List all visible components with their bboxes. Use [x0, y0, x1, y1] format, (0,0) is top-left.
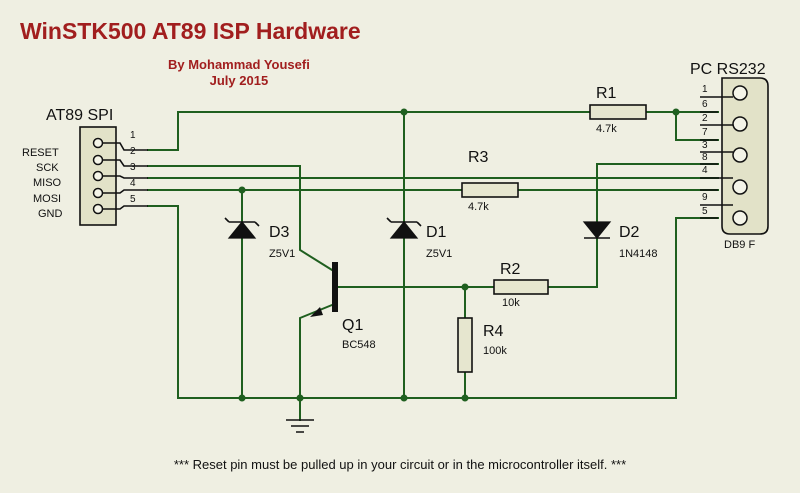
- d1-ref-label: D1: [426, 224, 447, 241]
- ground-symbol: [286, 419, 314, 433]
- r3-ref-label: R3: [468, 149, 489, 166]
- junction-dot: [672, 108, 680, 116]
- zener-diode-d3: [224, 217, 260, 239]
- page-title: WinSTK500 AT89 ISP Hardware: [20, 18, 361, 44]
- db9-connector: [700, 77, 769, 235]
- d3-value-label: Z5V1: [269, 248, 296, 260]
- spi-signal-reset: RESET: [22, 147, 59, 159]
- db9-pin-number: 1: [702, 84, 708, 95]
- resistor-r2: [493, 279, 549, 295]
- wire-ground-rail: [177, 217, 719, 399]
- zener-diode-d1: [386, 217, 422, 239]
- spi-pin-number: 1: [130, 130, 136, 141]
- q1-value-label: BC548: [342, 339, 376, 351]
- spi-signal-mosi: MOSI: [33, 193, 62, 205]
- spi-pin-number: 5: [130, 194, 136, 205]
- junction-dot: [296, 394, 304, 402]
- wire-sck-to-q1: [147, 165, 334, 272]
- junction-dot: [238, 394, 246, 402]
- resistor-r3: [461, 182, 519, 198]
- r3-value-label: 4.7k: [468, 201, 489, 213]
- db9-pin-number: 2: [702, 113, 708, 124]
- db9-connector-title: PC RS232: [690, 61, 766, 78]
- spi-signal-sck: SCK: [36, 162, 59, 174]
- author-block: By Mohammad Yousefi July 2015: [168, 57, 310, 89]
- r2-value-label: 10k: [502, 297, 520, 309]
- db9-pin-number: 4: [702, 165, 708, 176]
- wire-top-rail: [147, 111, 591, 151]
- spi-pin-number: 3: [130, 162, 136, 173]
- author-line: By Mohammad Yousefi: [168, 57, 310, 72]
- d3-ref-label: D3: [269, 224, 290, 241]
- r4-value-label: 100k: [483, 345, 507, 357]
- spi-signal-gnd: GND: [38, 208, 63, 220]
- spi-header-connector: [79, 126, 148, 226]
- d2-ref-label: D2: [619, 224, 640, 241]
- junction-dot: [461, 283, 469, 291]
- diode-d2: [582, 221, 612, 239]
- r4-ref-label: R4: [483, 323, 504, 340]
- spi-pin-number: 4: [130, 178, 136, 189]
- junction-dot: [400, 108, 408, 116]
- resistor-r1: [589, 104, 647, 120]
- resistor-r4: [457, 317, 473, 373]
- wire-r1-tap-to-pin7: [675, 111, 719, 141]
- spi-pin-number: 2: [130, 146, 136, 157]
- spi-connector-title: AT89 SPI: [46, 107, 114, 124]
- db9-pin-number: 3: [702, 140, 708, 151]
- r1-ref-label: R1: [596, 85, 617, 102]
- r2-ref-label: R2: [500, 261, 521, 278]
- wires: [147, 111, 719, 421]
- db9-pin-number: 8: [702, 152, 708, 163]
- db9-pin-number: 9: [702, 192, 708, 203]
- d1-value-label: Z5V1: [426, 248, 453, 260]
- q1-ref-label: Q1: [342, 317, 364, 334]
- db9-type-label: DB9 F: [724, 239, 756, 251]
- db9-pin-number: 5: [702, 206, 708, 217]
- wire-q1-emitter: [299, 303, 334, 421]
- footnote: *** Reset pin must be pulled up in your …: [173, 457, 627, 472]
- junction-dot: [238, 186, 246, 194]
- junction-dot: [400, 394, 408, 402]
- db9-pin-number: 6: [702, 99, 708, 110]
- junctions: [238, 108, 680, 402]
- r1-value-label: 4.7k: [596, 123, 617, 135]
- transistor-q1: [310, 262, 338, 317]
- spi-signal-miso: MISO: [33, 177, 62, 189]
- junction-dot: [461, 394, 469, 402]
- wire-gnd-pin-drop: [147, 205, 179, 399]
- date-line: July 2015: [209, 73, 269, 88]
- d2-value-label: 1N4148: [619, 248, 658, 260]
- db9-pin-number: 7: [702, 127, 708, 138]
